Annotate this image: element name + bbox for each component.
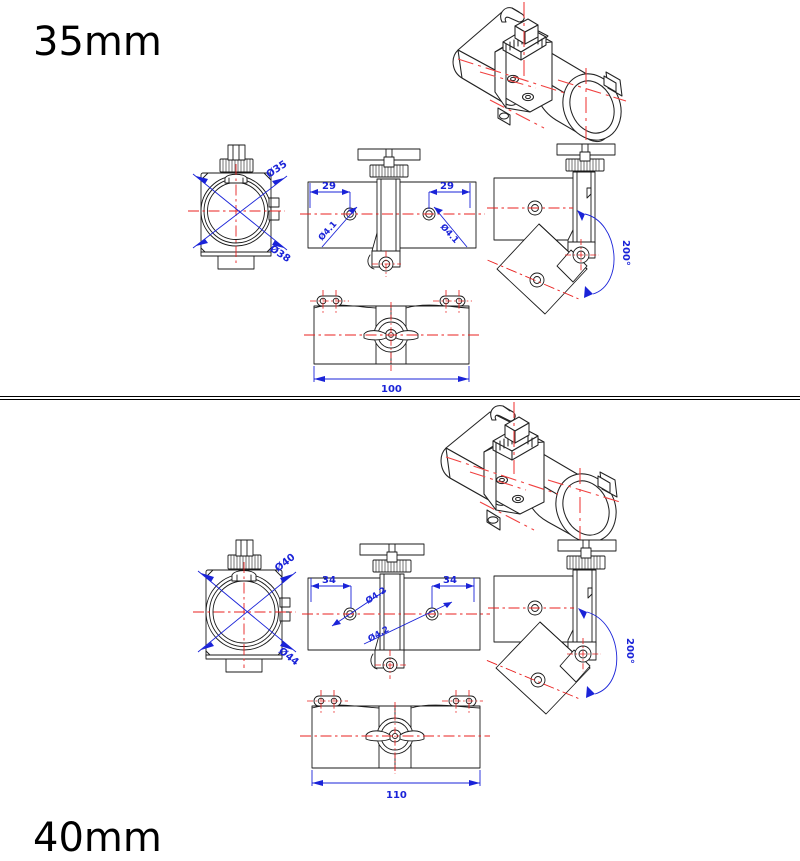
top-knob-35 bbox=[357, 148, 421, 178]
bottom-view-40mm: 110 bbox=[294, 678, 494, 801]
top-dimension-right-35: 29 bbox=[428, 181, 471, 209]
dim-text-angle-40: 200° bbox=[624, 638, 635, 664]
variant-panel-35mm: 35mm bbox=[0, 0, 800, 398]
top-view-40mm: 34 34 Ø4.2 Ø4.2 bbox=[302, 540, 490, 680]
dim-text-34-right: 34 bbox=[443, 575, 457, 586]
divider-line-bottom bbox=[0, 399, 800, 400]
side-angle-dimension-35: 200° bbox=[577, 210, 631, 298]
dim-text-29-right: 29 bbox=[440, 181, 454, 192]
iso-knob-40 bbox=[490, 405, 539, 461]
top-knob-40 bbox=[359, 543, 425, 573]
top-dimension-left-35: 29 bbox=[309, 181, 351, 209]
top-body-outline-40 bbox=[307, 573, 481, 670]
size-label-35mm: 35mm bbox=[33, 19, 162, 65]
bottom-centerlines-35 bbox=[304, 290, 479, 372]
top-dimension-left-40: 34 bbox=[310, 575, 352, 608]
front-body-outline-40 bbox=[205, 569, 291, 673]
top-centerlines-40 bbox=[302, 613, 490, 679]
side-angle-dimension-40: 200° bbox=[578, 608, 635, 698]
dim-text-29-left: 29 bbox=[322, 181, 336, 192]
top-view-35mm: 29 29 Ø4.1 bbox=[300, 143, 485, 278]
front-centerlines-40 bbox=[193, 562, 296, 668]
side-body-lower-rotated-40 bbox=[495, 621, 591, 715]
side-knob-35 bbox=[556, 143, 616, 172]
front-knob-35 bbox=[219, 144, 254, 173]
front-view-35mm: Ø35 Ø38 bbox=[183, 140, 323, 275]
top-dimension-right-40: 34 bbox=[431, 575, 475, 608]
front-knob-40 bbox=[227, 539, 262, 570]
dim-text-length-40: 110 bbox=[386, 790, 407, 801]
isometric-view-40mm bbox=[432, 402, 627, 544]
variant-panel-40mm: 40mm bbox=[0, 400, 800, 858]
side-view-35mm: 200° bbox=[487, 142, 662, 317]
front-body-outline-35 bbox=[200, 172, 280, 270]
side-view-40mm: 200° bbox=[486, 532, 663, 717]
side-centerlines-35 bbox=[487, 207, 599, 300]
front-view-40mm: Ø40 Ø44 bbox=[190, 536, 330, 676]
iso-centerlines-40 bbox=[445, 402, 621, 540]
dim-text-d40: Ø40 bbox=[272, 551, 297, 574]
iso-centerlines-35 bbox=[457, 2, 627, 140]
dim-text-34-left: 34 bbox=[322, 575, 336, 586]
size-label-40mm: 40mm bbox=[33, 815, 162, 861]
isometric-view-35mm bbox=[440, 0, 630, 145]
bottom-length-dimension-35: 100 bbox=[313, 366, 470, 395]
divider-line-top bbox=[0, 396, 800, 397]
top-body-outline-35 bbox=[307, 178, 477, 270]
dim-text-length-35: 100 bbox=[381, 384, 402, 395]
iso-tube-body-40 bbox=[440, 411, 618, 544]
bottom-view-35mm: 100 bbox=[296, 282, 486, 395]
bottom-centerlines-40 bbox=[300, 690, 490, 774]
dim-text-angle-35: 200° bbox=[620, 240, 631, 266]
iso-screw-holes-35 bbox=[506, 74, 535, 102]
iso-screw-holes-40 bbox=[495, 475, 525, 504]
side-knob-40 bbox=[557, 539, 617, 570]
side-centerlines-40 bbox=[486, 607, 601, 700]
top-centerlines-35 bbox=[300, 213, 485, 277]
bottom-length-dimension-40: 110 bbox=[311, 770, 481, 801]
section-divider bbox=[0, 396, 800, 400]
